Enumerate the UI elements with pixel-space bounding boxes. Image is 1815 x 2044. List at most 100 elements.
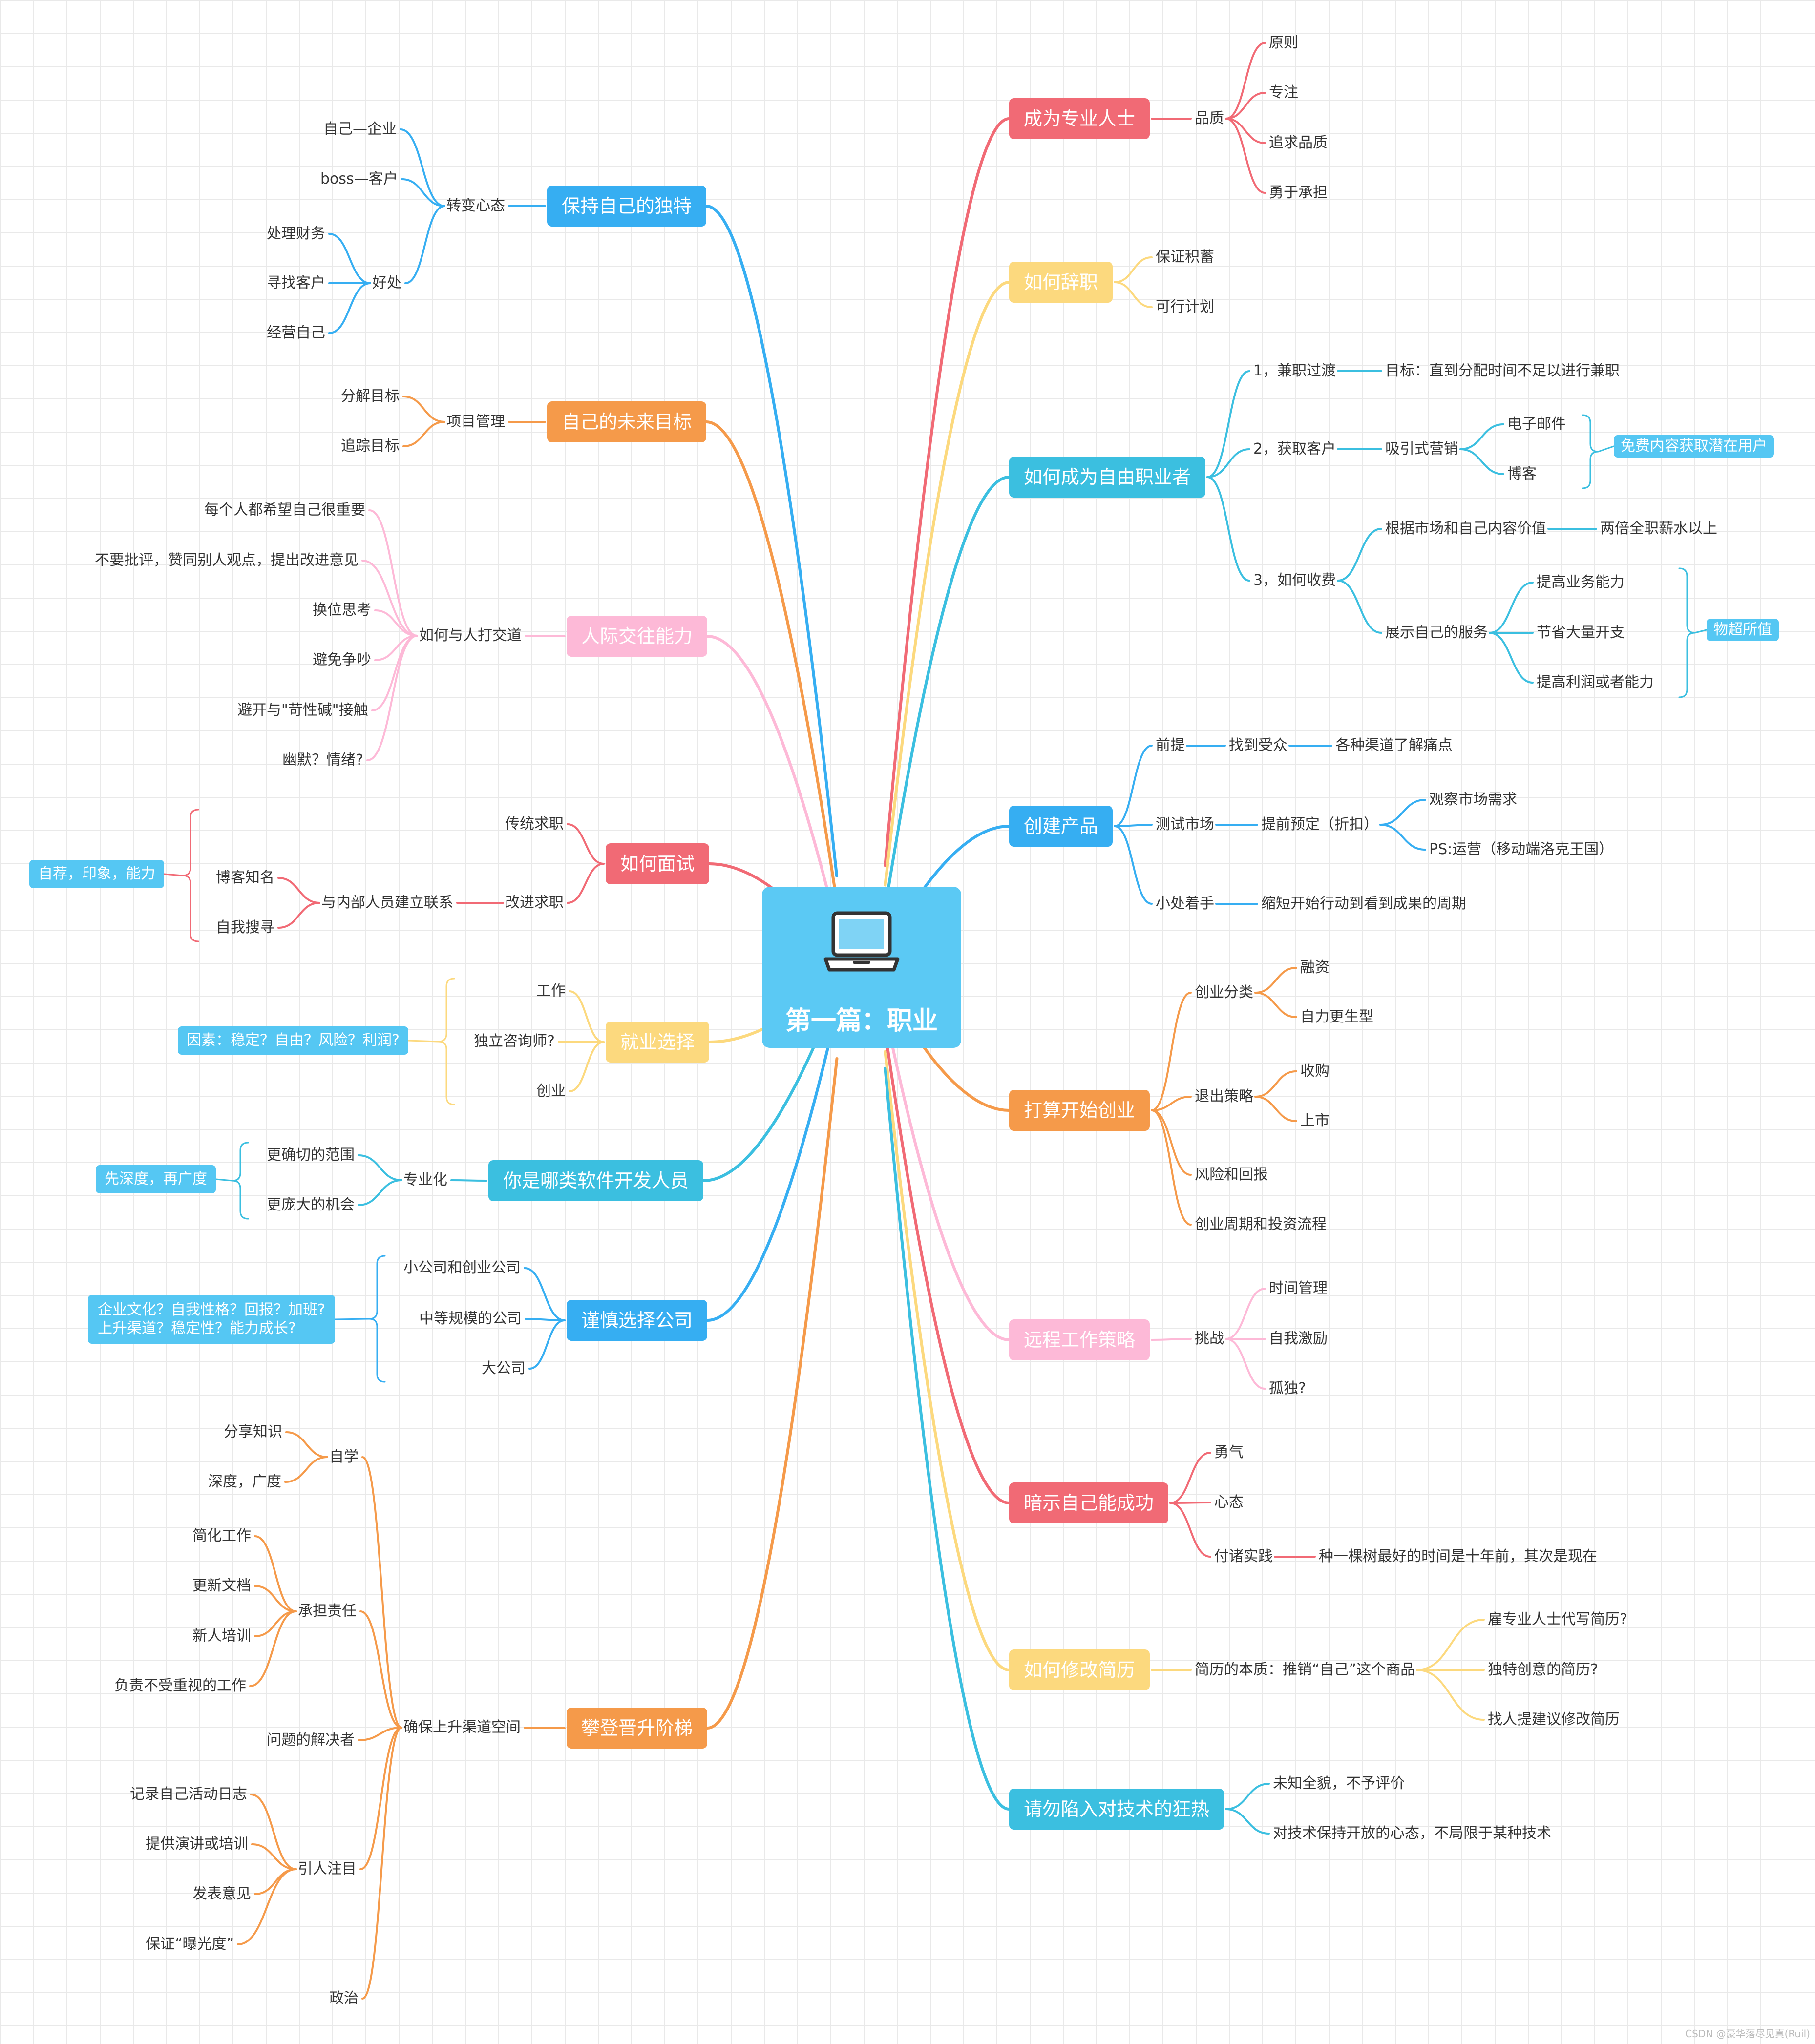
leaf-startup-cycle[interactable]: 创业周期和投资流程 — [1195, 1216, 1327, 1233]
leaf-double-salary[interactable]: 两倍全职薪水以上 — [1600, 520, 1717, 537]
branch-resume-essence[interactable]: 简历的本质：推销“自己”这个商品 — [1195, 1661, 1415, 1678]
topic-startup[interactable]: 打算开始创业 — [1009, 1090, 1150, 1131]
branch-part-time[interactable]: 1，兼职过渡 — [1253, 362, 1336, 379]
branch-get-clients[interactable]: 2，获取客户 — [1253, 440, 1336, 458]
leaf-self-search[interactable]: 自我搜寻 — [216, 919, 274, 936]
branch-startup-types[interactable]: 创业分类 — [1195, 984, 1253, 1001]
leaf-consultant[interactable]: 独立咨询师? — [474, 1033, 555, 1050]
leaf-part-time-goal[interactable]: 目标：直到分配时间不足以进行兼职 — [1385, 362, 1620, 379]
leaf-avoid-caustic[interactable]: 避开与"苛性碱"接触 — [237, 702, 368, 719]
leaf-medium-company[interactable]: 中等规模的公司 — [419, 1310, 522, 1327]
leaf-narrow-scope[interactable]: 更确切的范围 — [267, 1147, 355, 1164]
leaf-creative-resume[interactable]: 独特创意的简历? — [1488, 1661, 1598, 1678]
leaf-no-criticism[interactable]: 不要批评，赞同别人观点，提出改进意见 — [95, 552, 359, 569]
topic-job-choice[interactable]: 就业选择 — [606, 1022, 710, 1063]
topic-remote-work[interactable]: 远程工作策略 — [1009, 1319, 1150, 1360]
leaf-improve-profit[interactable]: 提高利润或者能力 — [1537, 674, 1654, 691]
leaf-manage-self[interactable]: 经营自己 — [267, 324, 325, 341]
leaf-entrepreneurship[interactable]: 创业 — [536, 1083, 566, 1100]
topic-resign[interactable]: 如何辞职 — [1009, 262, 1113, 303]
leaf-talks-training[interactable]: 提供演讲或培训 — [146, 1835, 248, 1853]
branch-practice[interactable]: 付诸实践 — [1214, 1548, 1273, 1565]
topic-freelancer[interactable]: 如何成为自由职业者 — [1009, 457, 1206, 498]
leaf-traditional-job-search[interactable]: 传统求职 — [505, 815, 564, 833]
leaf-activity-log[interactable]: 记录自己活动日志 — [130, 1786, 247, 1803]
branch-market-value[interactable]: 根据市场和自己内容价值 — [1385, 520, 1546, 537]
branch-challenges[interactable]: 挑战 — [1195, 1330, 1224, 1347]
leaf-plant-tree[interactable]: 种一棵树最好的时间是十年前，其次是现在 — [1319, 1548, 1597, 1565]
branch-test-market[interactable]: 测试市场 — [1156, 816, 1214, 833]
leaf-blog-fame[interactable]: 博客知名 — [216, 869, 274, 886]
leaf-courage[interactable]: 勇气 — [1214, 1444, 1244, 1461]
topic-promotion[interactable]: 攀登晋升阶梯 — [567, 1708, 708, 1749]
branch-inbound-marketing[interactable]: 吸引式营销 — [1385, 440, 1458, 458]
topic-future-goals[interactable]: 自己的未来目标 — [547, 401, 707, 442]
branch-find-audience[interactable]: 找到受众 — [1229, 737, 1287, 754]
branch-ensure-promotion[interactable]: 确保上升渠道空间 — [403, 1719, 521, 1736]
leaf-track-goals[interactable]: 追踪目标 — [341, 438, 400, 455]
leaf-principle[interactable]: 原则 — [1269, 34, 1298, 51]
branch-self-learning[interactable]: 自学 — [329, 1448, 359, 1465]
topic-stay-unique[interactable]: 保持自己的独特 — [547, 186, 707, 227]
leaf-pain-points[interactable]: 各种渠道了解痛点 — [1335, 737, 1453, 754]
leaf-problem-solver[interactable]: 问题的解决者 — [267, 1731, 355, 1749]
leaf-boss-client[interactable]: boss—客户 — [320, 170, 398, 188]
leaf-find-clients[interactable]: 寻找客户 — [267, 274, 325, 292]
leaf-loneliness[interactable]: 孤独? — [1269, 1380, 1306, 1397]
branch-take-responsibility[interactable]: 承担责任 — [298, 1603, 357, 1620]
branch-quality[interactable]: 品质 — [1195, 110, 1224, 127]
leaf-email[interactable]: 电子邮件 — [1507, 416, 1566, 433]
leaf-self-enterprise[interactable]: 自己—企业 — [323, 121, 397, 138]
branch-show-services[interactable]: 展示自己的服务 — [1385, 624, 1488, 641]
leaf-express-opinions[interactable]: 发表意见 — [192, 1885, 251, 1902]
branch-benefits[interactable]: 好处 — [372, 274, 401, 292]
branch-insider-contact[interactable]: 与内部人员建立联系 — [321, 894, 453, 911]
leaf-improve-business[interactable]: 提高业务能力 — [1537, 574, 1625, 591]
topic-social-skills[interactable]: 人际交往能力 — [567, 616, 708, 657]
leaf-time-management[interactable]: 时间管理 — [1269, 1280, 1328, 1297]
topic-professional[interactable]: 成为专业人士 — [1009, 98, 1150, 139]
leaf-small-company[interactable]: 小公司和创业公司 — [403, 1259, 521, 1276]
leaf-get-feedback[interactable]: 找人提建议修改简历 — [1488, 1711, 1620, 1728]
topic-interview[interactable]: 如何面试 — [606, 843, 710, 884]
leaf-feel-important[interactable]: 每个人都希望自己很重要 — [204, 501, 365, 519]
leaf-focus[interactable]: 专注 — [1269, 84, 1298, 101]
leaf-observe-demand[interactable]: 观察市场需求 — [1429, 791, 1517, 808]
branch-start-small[interactable]: 小处着手 — [1156, 895, 1214, 912]
branch-pricing[interactable]: 3，如何收费 — [1253, 572, 1336, 589]
leaf-visibility[interactable]: 保证“曝光度” — [146, 1936, 234, 1953]
leaf-self-reliant[interactable]: 自力更生型 — [1300, 1008, 1373, 1025]
leaf-feasible-plan[interactable]: 可行计划 — [1156, 298, 1214, 315]
leaf-ipo[interactable]: 上市 — [1300, 1112, 1330, 1129]
leaf-open-mind[interactable]: 对技术保持开放的心态，不局限于某种技术 — [1273, 1825, 1551, 1842]
topic-resume[interactable]: 如何修改简历 — [1009, 1649, 1150, 1690]
leaf-share-knowledge[interactable]: 分享知识 — [224, 1423, 282, 1440]
leaf-train-newcomers[interactable]: 新人培训 — [192, 1627, 251, 1645]
leaf-employment[interactable]: 工作 — [536, 982, 566, 1000]
leaf-break-down-goals[interactable]: 分解目标 — [341, 388, 400, 405]
root-topic[interactable]: 第一篇：职业 — [762, 887, 961, 1048]
topic-developer-type[interactable]: 你是哪类软件开发人员 — [488, 1160, 704, 1201]
branch-improved-job-search[interactable]: 改进求职 — [505, 894, 564, 911]
leaf-avoid-arguments[interactable]: 避免争吵 — [313, 651, 371, 668]
leaf-risk-reward[interactable]: 风险和回报 — [1195, 1166, 1268, 1183]
branch-project-management[interactable]: 项目管理 — [446, 413, 505, 430]
topic-create-product[interactable]: 创建产品 — [1009, 806, 1113, 847]
leaf-mindset[interactable]: 心态 — [1214, 1494, 1244, 1511]
leaf-acquisition[interactable]: 收购 — [1300, 1063, 1330, 1080]
leaf-hire-writer[interactable]: 雇专业人士代写简历? — [1488, 1611, 1627, 1628]
branch-pre-order[interactable]: 提前预定（折扣） — [1261, 816, 1378, 833]
leaf-no-judgement[interactable]: 未知全貌，不予评价 — [1273, 1775, 1405, 1792]
leaf-politics[interactable]: 政治 — [329, 1990, 359, 2007]
leaf-large-company[interactable]: 大公司 — [482, 1360, 526, 1377]
leaf-self-motivation[interactable]: 自我激励 — [1269, 1330, 1328, 1347]
leaf-empathy[interactable]: 换位思考 — [313, 602, 371, 619]
leaf-update-docs[interactable]: 更新文档 — [192, 1577, 251, 1594]
leaf-save-costs[interactable]: 节省大量开支 — [1537, 624, 1625, 641]
leaf-take-responsibility[interactable]: 勇于承担 — [1269, 184, 1328, 201]
leaf-unvalued-work[interactable]: 负责不受重视的工作 — [114, 1677, 246, 1694]
branch-exit-strategy[interactable]: 退出策略 — [1195, 1088, 1253, 1105]
leaf-ps-operations[interactable]: PS:运营（移动端洛克王国） — [1429, 841, 1614, 858]
topic-believe-success[interactable]: 暗示自己能成功 — [1009, 1482, 1169, 1523]
branch-specialization[interactable]: 专业化 — [403, 1171, 447, 1189]
